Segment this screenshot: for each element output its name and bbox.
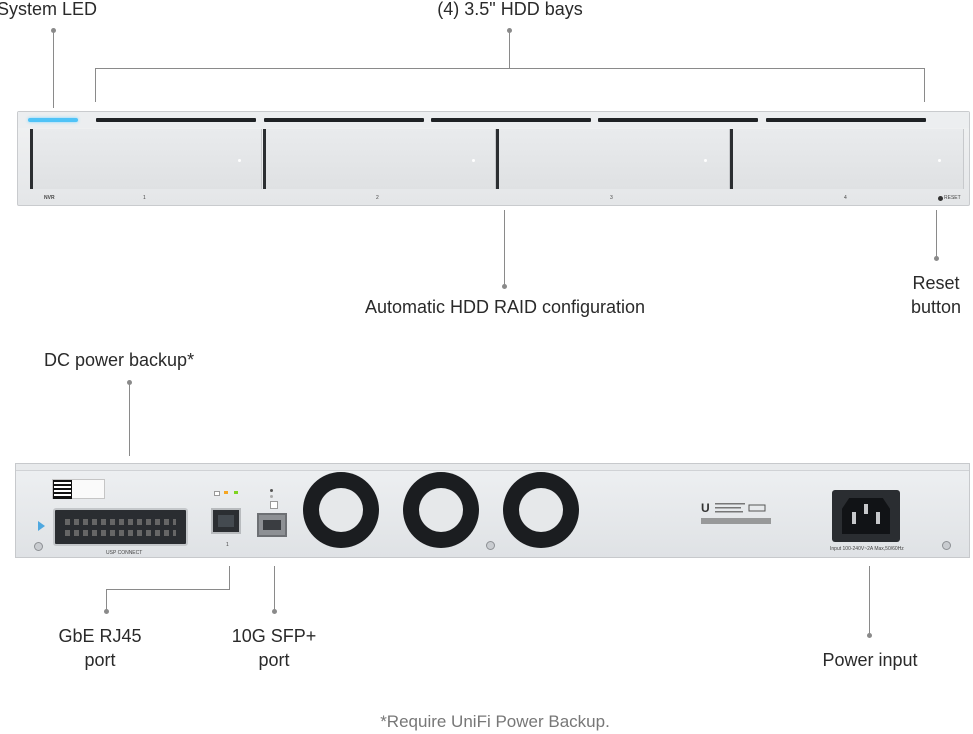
- gbe-label-line1: GbE RJ45: [58, 626, 142, 646]
- power-leader-dot: [867, 633, 872, 638]
- bay-slot-4: [598, 118, 758, 122]
- sfp-cage: [263, 520, 281, 530]
- sfp-label-line1: 10G SFP+: [231, 626, 317, 646]
- gbe-leader-drop: [106, 589, 107, 611]
- bay-slot-5: [766, 118, 926, 122]
- sfp-leader: [274, 566, 275, 612]
- sfp-led-3: [270, 501, 278, 509]
- nvr-front-panel: NVR 1 2 3 4 RESET: [17, 111, 970, 206]
- model-label: NVR: [44, 195, 55, 201]
- socket-prong-center: [864, 504, 868, 514]
- sfp-label-line2: port: [258, 650, 290, 670]
- sfp-leader-dot: [272, 609, 277, 614]
- bay-number-4: 4: [844, 195, 847, 201]
- fan-hub: [319, 488, 363, 532]
- bay-slot-3: [431, 118, 591, 122]
- connector-pins-top: [65, 519, 176, 525]
- fan-icon-1: [303, 472, 379, 548]
- reset-button[interactable]: [938, 196, 943, 201]
- hdd-bay-4[interactable]: [730, 129, 964, 189]
- power-input-label: Power input: [822, 650, 918, 670]
- power-leader: [869, 566, 870, 636]
- led-amber: [224, 491, 228, 494]
- gbe-leader-horizontal: [106, 589, 230, 590]
- hdd-bay-1[interactable]: [30, 129, 262, 189]
- screw-icon-3: [942, 541, 951, 550]
- fan-hub: [419, 488, 463, 532]
- bay-slot-2: [264, 118, 424, 122]
- hdd-bays-leader-stem: [509, 30, 510, 68]
- bay-number-2: 2: [376, 195, 379, 201]
- screw-icon-2: [486, 541, 495, 550]
- sfp-status-leds: [270, 489, 280, 509]
- hdd-bays-bracket-right: [924, 68, 925, 102]
- rj45-status-leds: [214, 491, 242, 499]
- screw-icon-1: [34, 542, 43, 551]
- bay-slot-1: [96, 118, 256, 122]
- sfp-plus-port[interactable]: [257, 513, 287, 537]
- gbe-leader-vertical: [229, 566, 230, 589]
- gbe-rj45-port[interactable]: [211, 508, 241, 534]
- dc-indicator-icon: [38, 521, 45, 531]
- footnote: *Require UniFi Power Backup.: [380, 712, 610, 731]
- power-rating-text: Input 100-240V~2A Max,50/60Hz: [830, 546, 904, 552]
- rear-top-strip: [16, 464, 969, 471]
- bay-dot: [472, 159, 475, 162]
- raid-label: Automatic HDD RAID configuration: [364, 297, 646, 317]
- system-led-leader-dot: [51, 28, 56, 33]
- socket-prong-right: [876, 512, 880, 524]
- hdd-bays-label: (4) 3.5" HDD bays: [437, 0, 583, 19]
- hdd-bays-bracket: [95, 68, 925, 69]
- connector-label: USP CONNECT: [106, 550, 143, 556]
- svg-text:U: U: [701, 501, 710, 515]
- bay-dot: [238, 159, 241, 162]
- fan-hub: [519, 488, 563, 532]
- power-input-socket[interactable]: [832, 490, 900, 542]
- system-led: [28, 118, 78, 122]
- led-green: [234, 491, 238, 494]
- hdd-bays-bracket-left: [95, 68, 96, 102]
- connector-pins-bottom: [65, 530, 176, 536]
- socket-prong-left: [852, 512, 856, 524]
- gbe-label-line2: port: [84, 650, 116, 670]
- qr-code-icon: [53, 480, 72, 499]
- hdd-bay-2[interactable]: [263, 129, 496, 189]
- system-led-label: System LED: [0, 0, 98, 19]
- led-white: [214, 491, 220, 496]
- dc-backup-leader: [129, 382, 130, 456]
- bay-number-3: 3: [610, 195, 613, 201]
- bay-dot: [938, 159, 941, 162]
- certification-marks-icon: U: [701, 501, 771, 524]
- raid-leader: [504, 210, 505, 286]
- rj45-jack: [218, 515, 234, 527]
- system-led-leader: [53, 30, 54, 108]
- reset-leader-dot: [934, 256, 939, 261]
- reset-leader: [936, 210, 937, 258]
- bay-number-1: 1: [143, 195, 146, 201]
- reset-text: RESET: [944, 195, 961, 201]
- sfp-led-2: [270, 495, 273, 498]
- raid-leader-dot: [502, 284, 507, 289]
- port-number: 1: [226, 542, 229, 548]
- fan-icon-2: [403, 472, 479, 548]
- bay-dot: [704, 159, 707, 162]
- fan-icon-3: [503, 472, 579, 548]
- dc-backup-label: DC power backup*: [44, 350, 195, 370]
- reset-label-line2: button: [910, 297, 962, 317]
- iec-c14-inlet: [842, 498, 890, 534]
- gbe-leader-dot: [104, 609, 109, 614]
- nvr-rear-panel: USP CONNECT 1 U Input 100-240V~2A Max,50…: [15, 463, 970, 558]
- dc-backup-connector[interactable]: [53, 508, 188, 546]
- reset-label-line1: Reset: [912, 273, 960, 293]
- hdd-bay-3[interactable]: [496, 129, 730, 189]
- sfp-led-1: [270, 489, 273, 492]
